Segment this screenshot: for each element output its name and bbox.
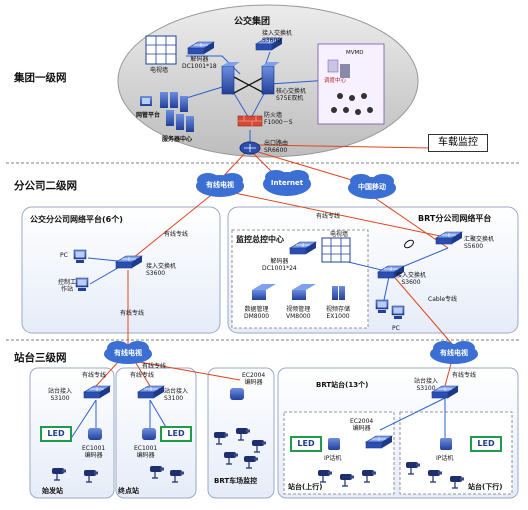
hq-core-switch-label: 核心交换机 S75E双机: [276, 88, 307, 102]
hq-dispatch-center-icon: [317, 43, 385, 125]
hq-network-mgmt-icon: [140, 96, 152, 106]
depart-led: LED: [40, 426, 72, 442]
cloud-internet-label: Internet: [270, 179, 304, 187]
hq-dispatch-center-label: 调度中心: [324, 78, 347, 84]
brt-station-led-2: LED: [470, 436, 502, 452]
hq-tv-wall-label: 电视墙: [150, 67, 169, 74]
brt-video-mgmt-icon: [292, 284, 316, 300]
hq-router-label: 出口路由 SR6600: [264, 140, 289, 154]
brt-yard-encoder-icon: [230, 388, 244, 400]
brt-agg-switch-label: 汇聚交换机 S5600: [464, 236, 495, 250]
brt-access-switch-label: 接入交换机 S3600: [396, 272, 427, 286]
terminal-encoder-label: EC1001 编码器: [134, 445, 158, 459]
link-label-6: 有线专线: [130, 372, 155, 379]
brt-tv-wall-icon: [321, 237, 351, 263]
cloud-cable-tv-top-label: 有线电视: [206, 181, 234, 189]
hq-core-switch-left-icon: [221, 62, 240, 95]
link-label-3: 有线专线: [120, 310, 145, 317]
bus-branch-panel: [21, 206, 221, 334]
bus-branch-title: 公交分公司网络平台(6个): [30, 215, 123, 224]
depart-station-panel: [29, 367, 115, 499]
link-label-2: 有线专线: [316, 213, 341, 220]
brt-branch-title: BRT分公司网络平台: [418, 214, 492, 223]
brt-video-storage-icon: [332, 286, 345, 300]
bus-branch-control-ws-label: 控制工 作站: [58, 279, 77, 293]
vehicle-monitor-box: 车载监控: [428, 134, 488, 152]
terminal-station-title: 终点站: [118, 487, 139, 495]
tier-label-group: 集团一级网: [14, 72, 67, 84]
hq-server-center-label: 服务器中心: [162, 136, 193, 143]
brt-station-title: BRT站台(13个): [316, 381, 369, 389]
hq-server-center-icon: [160, 92, 194, 132]
depart-encoder-icon: [88, 428, 102, 440]
brt-ip-phone-icon-2: [440, 438, 452, 450]
brt-yard-encoder-label: EC2004 编码器: [242, 372, 266, 386]
hq-title: 公交集团: [234, 17, 271, 27]
brt-station-up-panel: [283, 411, 395, 495]
link-label-4: Cable专线: [428, 296, 458, 303]
bus-branch-access-switch-label: 接入交换机 S3600: [146, 263, 177, 277]
brt-ip-phone-label-2: IP话机: [436, 455, 454, 462]
brt-link-connector-icon: [404, 239, 414, 249]
cloud-china-mobile: [348, 174, 396, 199]
brt-pc-label: PC: [392, 325, 400, 332]
depart-station-title: 始发站: [42, 487, 63, 495]
brt-station-down-title: 站台(下行): [468, 483, 503, 491]
hq-tv-wall-icon: [145, 35, 177, 65]
brt-yard-title: BRT车场监控: [214, 477, 258, 485]
brt-video-storage-label: 视频存储 EX1000: [326, 306, 351, 320]
brt-decoder-label: 解码器 DC1001*24: [262, 258, 297, 272]
bus-branch-pc-label: PC: [60, 252, 68, 259]
hq-network-mgmt-label: 网管平台: [136, 112, 161, 119]
cloud-cable-tv-left-label: 有线电视: [114, 349, 142, 357]
brt-station-access-label: 站台接入 S3100: [414, 378, 439, 392]
brt-station-encoder-label: EC2004 编码器: [350, 418, 374, 432]
hq-core-switch-right-icon: [261, 62, 280, 95]
hq-access-switch-label: 接入交换机 S3600: [262, 30, 293, 44]
tier-label-station: 站台三级网: [14, 352, 67, 364]
cloud-cable-tv-left: [104, 341, 152, 364]
brt-data-mgmt-label: 数据管理 DM8000: [244, 306, 270, 320]
brt-monitor-center-title: 监控总控中心: [236, 235, 284, 244]
cloud-internet: [263, 170, 311, 196]
brt-station-up-title: 站台(上行): [288, 483, 323, 491]
hq-decoder-label: 解码器 DC1001*18: [182, 56, 217, 70]
link-label-1: 有线专线: [164, 231, 189, 238]
cloud-cable-tv-top: [196, 173, 244, 197]
tier-label-branch: 分公司二级网: [14, 180, 77, 192]
brt-ip-phone-label-1: IP话机: [324, 455, 342, 462]
terminal-encoder-icon: [142, 428, 156, 440]
terminal-access-label: 站台接入 S3100: [164, 388, 189, 402]
link-label-5: 有线专线: [82, 372, 107, 379]
brt-station-led-1: LED: [290, 436, 322, 452]
hq-router-icon: [239, 141, 261, 155]
brt-data-mgmt-icon: [252, 284, 276, 300]
hq-firewall-icon: [237, 115, 263, 127]
brt-tv-wall-label: 电视墙: [330, 231, 349, 238]
hq-mvmd-label: MVMD: [346, 50, 364, 56]
depart-access-label: 站台接入 S3100: [48, 388, 73, 402]
brt-video-mgmt-label: 视频管理 VM8000: [286, 306, 311, 320]
depart-encoder-label: EC1001 编码器: [82, 445, 106, 459]
brt-ip-phone-icon-1: [328, 438, 340, 450]
cloud-cable-tv-right-label: 有线电视: [440, 349, 468, 357]
link-label-8: 有线专线: [452, 372, 477, 379]
cloud-china-mobile-label: 中国移动: [358, 183, 386, 191]
cloud-cable-tv-right: [430, 341, 478, 364]
hq-firewall-label: 防火墙 F1000－S: [264, 112, 293, 126]
terminal-led: LED: [160, 426, 192, 442]
link-label-7: 有线专线: [142, 363, 167, 370]
